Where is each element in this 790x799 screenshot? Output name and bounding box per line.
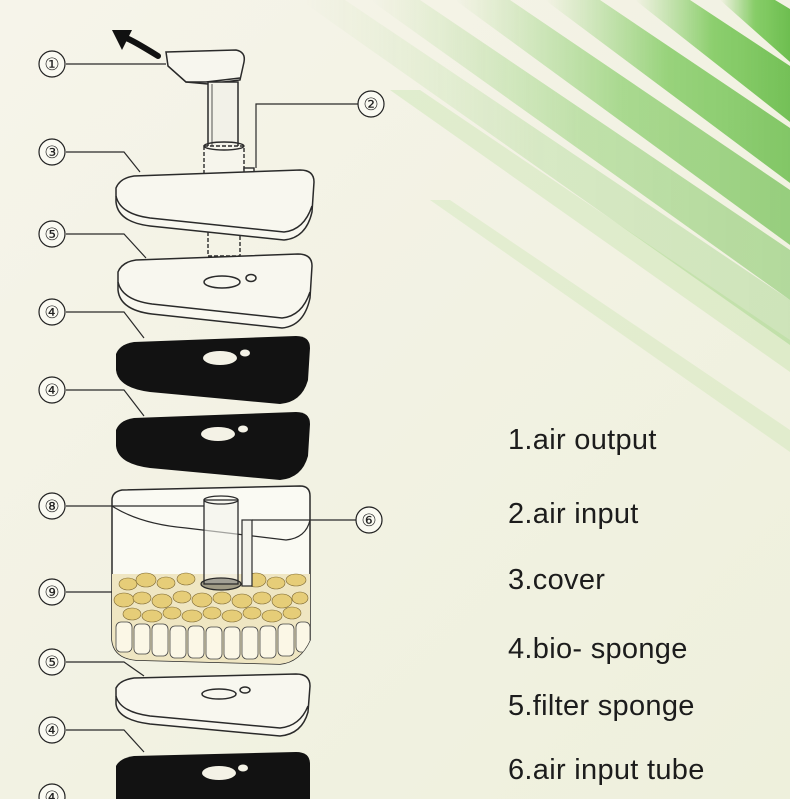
svg-text:④: ④ xyxy=(44,303,59,322)
svg-text:⑧: ⑧ xyxy=(44,497,59,516)
svg-text:⑨: ⑨ xyxy=(44,583,59,602)
callout-5-upper: ⑤ xyxy=(38,220,66,248)
leader-lines xyxy=(66,63,358,753)
legend-filter-sponge: 5.filter sponge xyxy=(508,690,695,722)
cover-plate xyxy=(115,169,315,241)
bio-sponge-3 xyxy=(116,752,310,799)
svg-text:③: ③ xyxy=(44,143,59,162)
callout-4-first: ④ xyxy=(38,298,66,326)
svg-text:④: ④ xyxy=(44,381,59,400)
svg-text:②: ② xyxy=(363,95,378,114)
filter-sponge-upper xyxy=(117,253,313,329)
callout-6: ⑥ xyxy=(355,506,383,534)
legend-cover: 3.cover xyxy=(508,564,606,596)
legend-air-output: 1.air output xyxy=(508,424,657,456)
callout-1: ① xyxy=(38,50,66,78)
legend-bio-sponge: 4.bio- sponge xyxy=(508,633,688,665)
svg-text:④: ④ xyxy=(44,721,59,740)
air-input-tube xyxy=(241,519,253,587)
svg-text:⑤: ⑤ xyxy=(44,653,59,672)
callout-4-fourth: ④ xyxy=(38,783,66,799)
callout-8: ⑧ xyxy=(38,492,66,520)
svg-text:①: ① xyxy=(44,55,59,74)
center-tube xyxy=(200,495,242,591)
callout-4-second: ④ xyxy=(38,376,66,404)
svg-text:⑥: ⑥ xyxy=(361,511,376,530)
callout-2: ② xyxy=(357,90,385,118)
svg-text:⑤: ⑤ xyxy=(44,225,59,244)
curved-arrow-icon xyxy=(112,30,161,59)
air-output-elbow xyxy=(165,49,246,195)
legend-air-input-tube: 6.air input tube xyxy=(508,754,705,786)
svg-text:④: ④ xyxy=(44,788,59,799)
callout-3: ③ xyxy=(38,138,66,166)
callout-5-lower: ⑤ xyxy=(38,648,66,676)
green-stripes xyxy=(300,0,790,452)
legend-air-input: 2.air input xyxy=(508,498,639,530)
callout-4-third: ④ xyxy=(38,716,66,744)
callout-9: ⑨ xyxy=(38,578,66,606)
filter-sponge-lower xyxy=(115,673,311,737)
media-container xyxy=(111,485,311,665)
bio-sponge-1 xyxy=(116,336,310,404)
bio-sponge-2 xyxy=(116,412,310,480)
